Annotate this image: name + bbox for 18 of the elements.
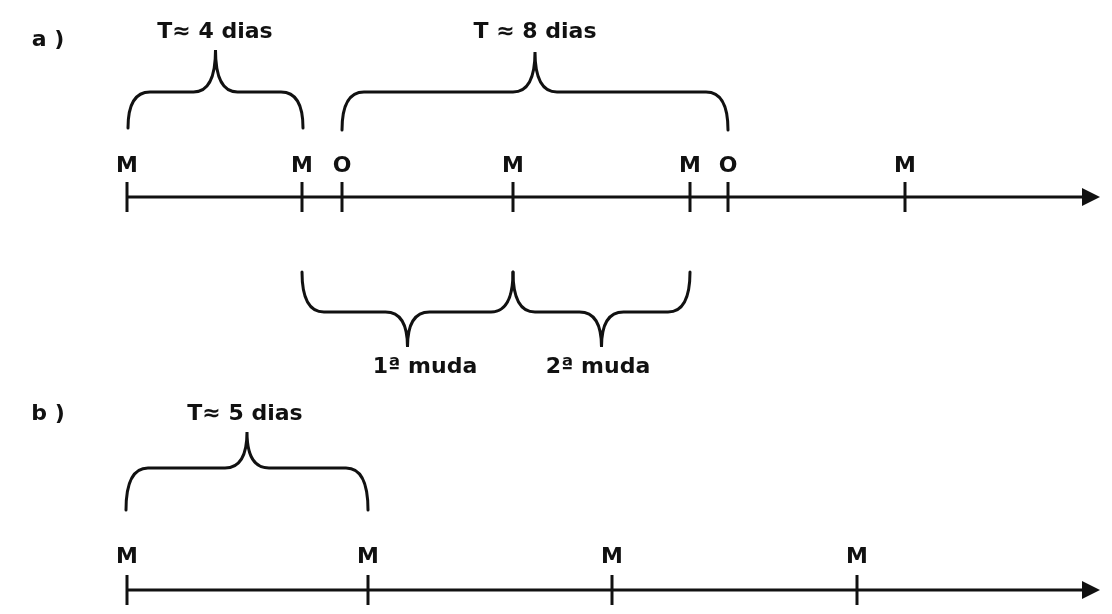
period-label: T≈ 5 dias xyxy=(187,402,303,424)
tick-label: M xyxy=(116,545,138,567)
period-label: T ≈ 8 dias xyxy=(473,20,597,42)
panel-label: a ) xyxy=(31,28,65,50)
tick-label: M xyxy=(846,545,868,567)
tick-label: M xyxy=(502,154,524,176)
period-label: T≈ 4 dias xyxy=(157,20,273,42)
tick-label: M xyxy=(116,154,138,176)
tick-label: M xyxy=(357,545,379,567)
panel-label: b ) xyxy=(31,402,65,424)
moult-label: 1ª muda xyxy=(372,355,478,377)
tick-label: M xyxy=(679,154,701,176)
tick-label: M xyxy=(601,545,623,567)
tick-label: O xyxy=(718,154,738,176)
moult-label: 2ª muda xyxy=(545,355,651,377)
tick-label: M xyxy=(291,154,313,176)
tick-label: M xyxy=(894,154,916,176)
tick-label: O xyxy=(332,154,352,176)
